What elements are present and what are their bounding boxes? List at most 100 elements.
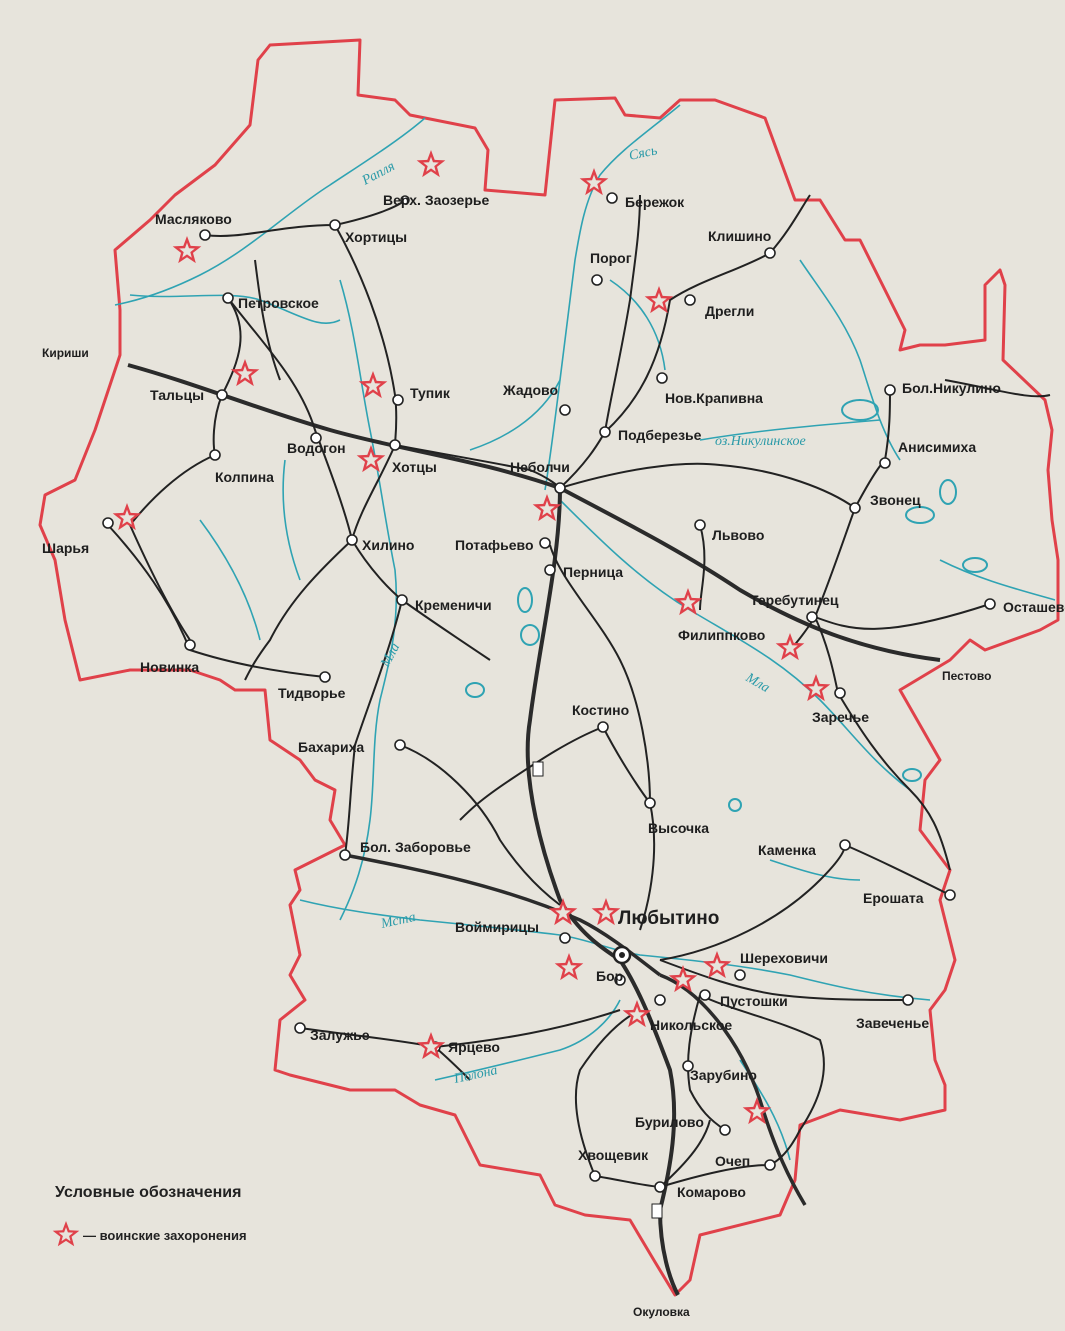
label-filippkovo: Филиппково [678,627,765,643]
settlement-kolpina [209,449,221,461]
settlement-zarubino [682,1060,694,1072]
settlement-ochep [764,1159,776,1171]
settlement-burilovo [719,1124,731,1136]
settlement-labels: Масляково Верх. Заозерье Хортицы Бережок… [42,192,1065,1319]
lake [962,557,988,573]
road [844,844,951,896]
red-star-icon [622,1000,652,1028]
settlement-ostashevo [984,598,996,610]
road [814,616,951,871]
label-kremenichi: Кременичи [415,597,492,613]
red-star-icon [358,371,388,399]
red-star-icon [532,494,562,522]
river [609,279,666,371]
red-star-icon [673,588,703,616]
label-nov-krapivna: Нов.Крапивна [665,390,763,406]
river [282,459,301,581]
label-lyubytino: Любытино [618,908,719,929]
road [244,539,353,681]
label-berezhok: Бережок [625,194,685,210]
label-anisimikha: Анисимиха [898,439,976,455]
settlement-khilino [346,534,358,546]
label-kolpina: Колпина [215,469,274,485]
settlement-bol-nikulino [884,384,896,396]
settlement-zavechenie [902,994,914,1006]
road [334,224,398,446]
road [699,524,706,611]
lake [841,399,879,421]
red-star-icon [416,1032,446,1060]
settlement-voimiricy [559,932,571,944]
settlement-kamenka [839,839,851,851]
road [604,252,771,433]
red-star-icon [230,359,260,387]
lake [902,768,922,782]
road [204,199,406,237]
settlement-shereкhovichi [734,969,746,981]
red-star-icon [52,1221,80,1247]
settlement-kremenichi [396,594,408,606]
label-klishino: Клишино [708,228,771,244]
railway-station [532,761,544,777]
road [574,1009,641,1177]
road [459,726,604,821]
settlement-zvonec [849,502,861,514]
red-star-icon [52,1221,80,1247]
settlement-potafievo [539,537,551,549]
railway-branch [344,853,662,977]
label-khotcy: Хотцы [392,459,437,475]
road [254,259,281,381]
settlement-khortitsy [329,219,341,231]
label-podberezie: Подберезье [618,427,702,443]
settlement-novinka [184,639,196,651]
railway-station [651,1203,663,1219]
settlement-bol-zaborovie [339,849,351,861]
settlement-berezhok [606,192,618,204]
red-star-icon [554,953,584,981]
label-komarovo: Комарово [677,1184,746,1200]
lakes [465,399,988,812]
label-vysochka: Высочка [648,820,709,836]
legend: Условные обозначения — воинские захороне… [52,1184,247,1247]
label-masliakovo: Масляково [155,211,232,227]
settlements [102,192,996,1193]
settlement-bor [614,974,626,986]
settlement-khotcy [389,439,401,451]
road [699,994,825,1166]
label-tupik: Тупик [410,385,451,401]
label-porog: Порог [590,250,632,266]
settlement-kostino [597,721,609,733]
label-voimiricy: Воймирицы [455,919,539,935]
label-nebolchi: Неболчи [510,459,570,475]
red-star-icon [742,1097,772,1125]
label-ochep: Очеп [715,1153,750,1169]
settlement-porog [591,274,603,286]
road [549,544,651,804]
settlement-pernica [544,564,556,576]
settlement-dregli [684,294,696,306]
river-mla-east [559,499,911,791]
settlement-khvoshchevik [589,1170,601,1182]
settlement-vodogon [310,432,322,444]
river [199,519,261,641]
label-kamenka: Каменка [758,842,816,858]
lake [517,587,533,613]
road [659,959,909,1001]
river-raplia [114,117,426,306]
label-yarcevo: Ярцево [448,1039,500,1055]
river [769,859,861,881]
label-khortitsy: Хортицы [345,229,407,245]
label-zarubino: Зарубино [690,1067,757,1083]
settlement-zaluzhie [294,1022,306,1034]
label-kostino: Костино [572,702,629,718]
red-star-icon [668,965,698,993]
railway-east [659,973,807,1206]
river-label-msta: Мста [379,910,417,932]
settlement-verkh-zaozerie [400,195,410,205]
district-centre-marker [612,945,632,965]
label-okulovka: Окуловка [633,1305,690,1319]
red-star-icon [775,633,805,661]
label-khilino: Хилино [362,537,414,553]
road [399,744,561,906]
